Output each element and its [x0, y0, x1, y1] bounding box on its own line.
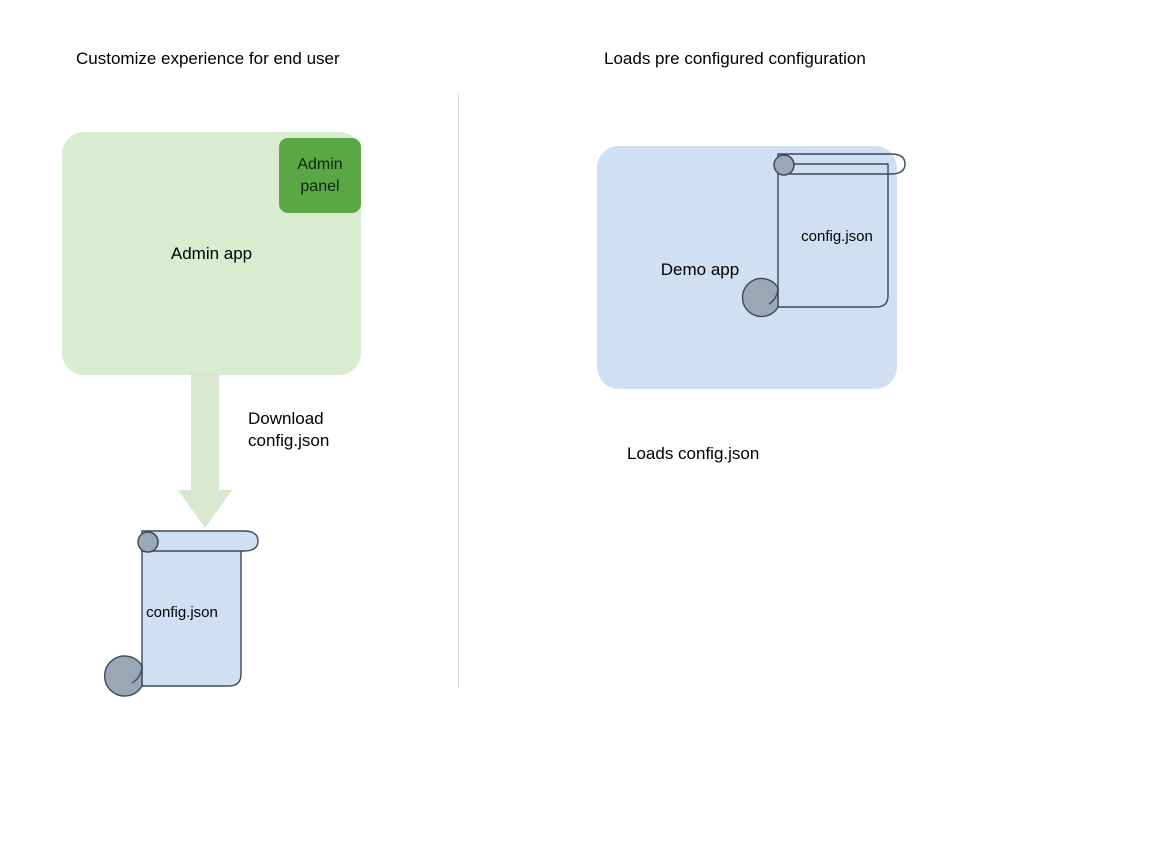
- demo-app-box: Demo app: [597, 146, 897, 389]
- admin-panel-chip[interactable]: Admin panel: [279, 138, 361, 213]
- config-json-document-left[interactable]: config.json: [104, 530, 260, 697]
- admin-app-label: Admin app: [170, 244, 253, 263]
- demo-app-label: Demo app: [660, 260, 740, 279]
- config-json-label-right: config.json: [801, 228, 873, 245]
- admin-panel-label: Admin panel: [297, 154, 342, 198]
- loads-config-caption: Loads config.json: [627, 444, 760, 463]
- config-json-document-right[interactable]: config.json: [741, 153, 907, 318]
- download-edge-label: Download config.json: [248, 408, 329, 452]
- admin-panel-label-line2: panel: [300, 177, 340, 195]
- vertical-dotted-divider: [458, 94, 459, 687]
- left-section-title: Customize experience for end user: [76, 49, 340, 68]
- download-edge-label-line1: Download: [248, 409, 324, 428]
- config-json-label-left: config.json: [146, 604, 218, 621]
- download-arrow-icon: [178, 372, 232, 528]
- admin-panel-label-line1: Admin: [297, 155, 343, 173]
- right-section-title: Loads pre configured configuration: [604, 49, 866, 68]
- download-edge-label-line2: config.json: [248, 431, 330, 450]
